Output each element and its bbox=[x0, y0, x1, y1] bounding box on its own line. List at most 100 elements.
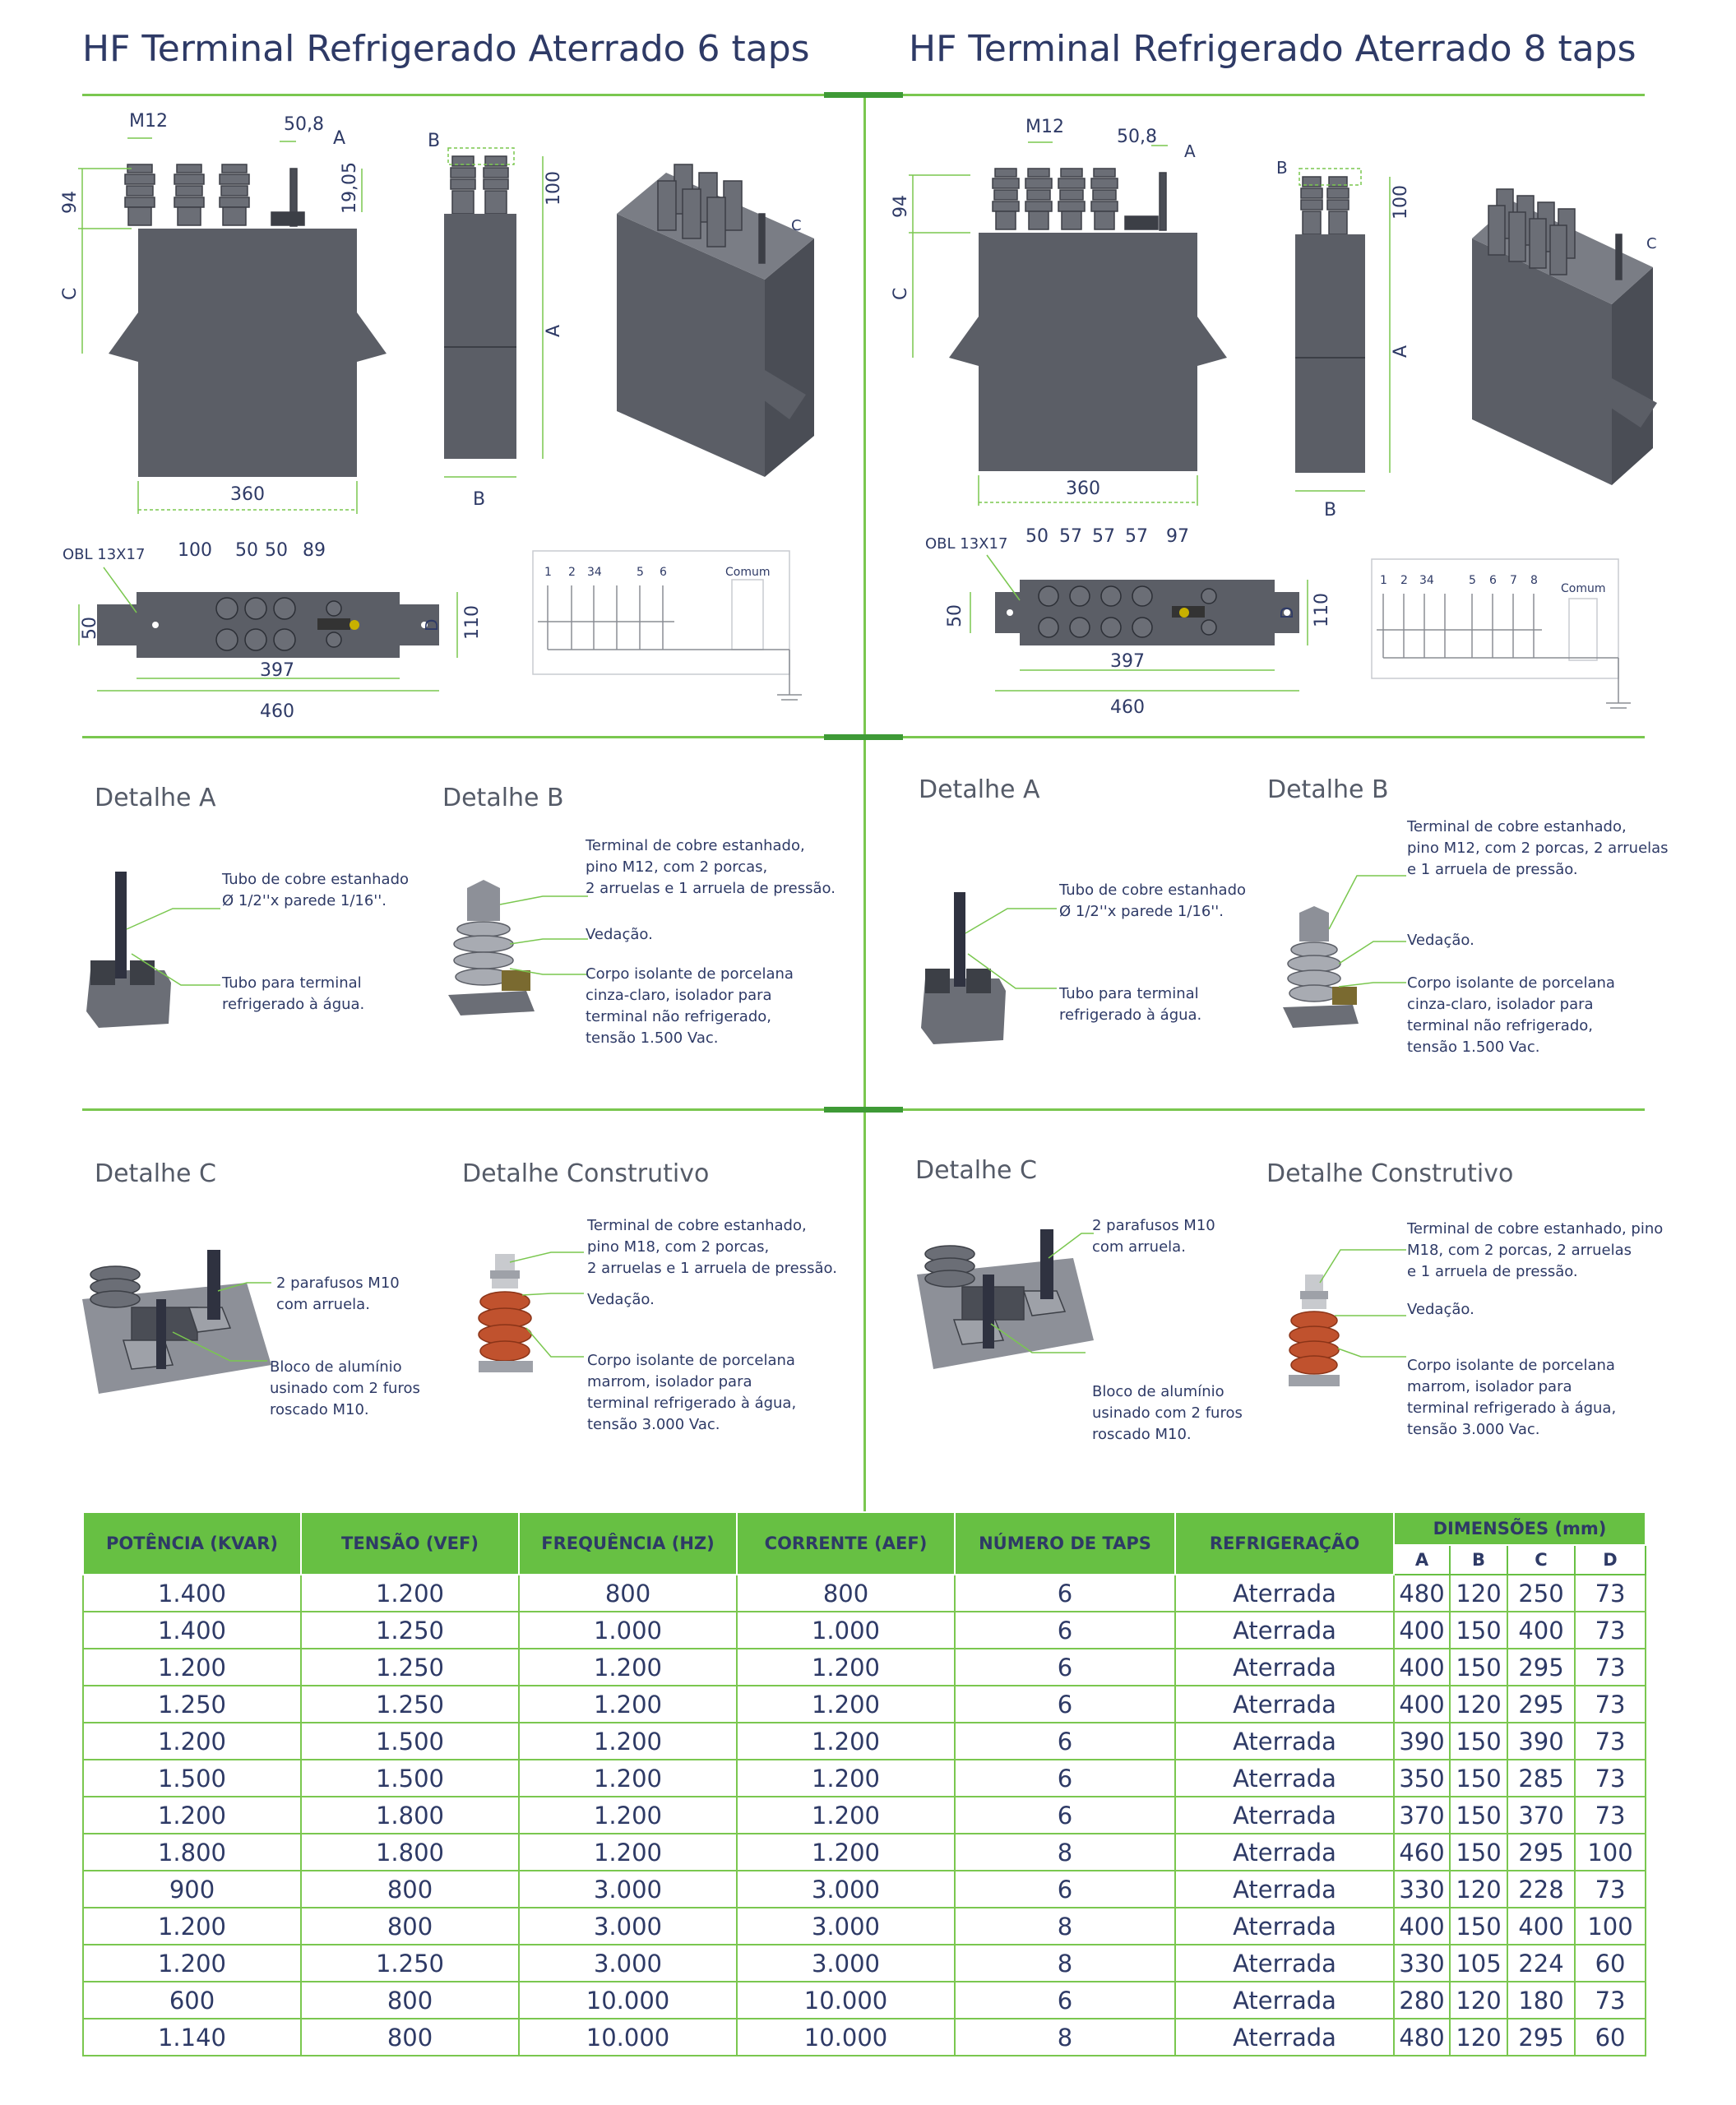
table-cell: 400 bbox=[1507, 1907, 1576, 1945]
header-dim-c: C bbox=[1507, 1544, 1576, 1575]
detail-b-callout-terminal: Terminal de cobre estanhado, pino M12, c… bbox=[586, 837, 836, 897]
detail-b-title: Detalhe B bbox=[442, 784, 564, 812]
tap-label: 2 bbox=[1400, 574, 1408, 587]
table-cell: 280 bbox=[1393, 1981, 1451, 2019]
detail-a-callout-cooling: Tubo para terminal refrigerado à água. bbox=[222, 974, 365, 1013]
table-cell: 1.200 bbox=[736, 1685, 956, 1723]
detail-b-illustration bbox=[1283, 875, 1406, 1028]
table-cell: 120 bbox=[1449, 2018, 1508, 2056]
label-a: A bbox=[1184, 141, 1196, 161]
side-view-8-taps: B 100 A B bbox=[1276, 158, 1411, 520]
label-d: D bbox=[422, 619, 442, 632]
detail-a-callout-tube: Tubo de cobre estanhado Ø 1/2''x parede … bbox=[1059, 881, 1247, 920]
table-cell: 6 bbox=[954, 1981, 1176, 2019]
tap-label: 8 bbox=[1530, 574, 1538, 587]
table-cell: 3.000 bbox=[518, 1870, 738, 1908]
table-cell: 120 bbox=[1449, 1981, 1508, 2019]
detail-construtivo-title: Detalhe Construtivo bbox=[1266, 1159, 1514, 1188]
label-397: 397 bbox=[260, 660, 294, 681]
table-cell: 800 bbox=[300, 1870, 520, 1908]
detail-b-callout-body: Corpo isolante de porcelana cinza-claro,… bbox=[1407, 974, 1615, 1056]
table-cell: 10.000 bbox=[518, 2018, 738, 2056]
label-a-side: A bbox=[544, 325, 564, 337]
table-cell: 400 bbox=[1507, 1611, 1576, 1649]
table-cell: 6 bbox=[954, 1685, 1176, 1723]
table-cell: Aterrada bbox=[1174, 1648, 1395, 1686]
label-50b: 50 bbox=[265, 540, 288, 561]
table-cell: 6 bbox=[954, 1722, 1176, 1760]
tap-label: 34 bbox=[587, 566, 602, 579]
header-corrente: CORRENTE (AEF) bbox=[736, 1511, 956, 1575]
label-a: A bbox=[333, 128, 345, 149]
label-m12: M12 bbox=[1025, 117, 1064, 137]
label-b-bottom: B bbox=[473, 489, 485, 510]
header-taps: NÚMERO DE TAPS bbox=[954, 1511, 1176, 1575]
table-cell: 3.000 bbox=[736, 1870, 956, 1908]
table-cell: 1.200 bbox=[518, 1685, 738, 1723]
table-cell: 73 bbox=[1573, 1981, 1647, 2019]
header-refrigeracao: REFRIGERAÇÃO bbox=[1174, 1511, 1395, 1575]
detail-b-callout-terminal: Terminal de cobre estanhado, pino M12, c… bbox=[1407, 818, 1669, 878]
table-cell: 150 bbox=[1449, 1648, 1508, 1686]
table-cell: 120 bbox=[1449, 1685, 1508, 1723]
table-cell: 900 bbox=[82, 1870, 302, 1908]
table-cell: 1.250 bbox=[300, 1685, 520, 1723]
table-cell: 1.200 bbox=[736, 1759, 956, 1797]
table-cell: 6 bbox=[954, 1759, 1176, 1797]
detail-construtivo-callout-seal: Vedação. bbox=[587, 1291, 655, 1308]
detail-construtivo-callout-seal: Vedação. bbox=[1407, 1301, 1474, 1318]
common-label: Comum bbox=[1561, 582, 1606, 595]
spec-table: POTÊNCIA (KVAR) TENSÃO (VEF) FREQUÊNCIA … bbox=[82, 1511, 1647, 2056]
table-cell: 800 bbox=[300, 2018, 520, 2056]
table-cell: 400 bbox=[1393, 1685, 1451, 1723]
table-cell: 1.200 bbox=[736, 1796, 956, 1834]
table-cell: 390 bbox=[1393, 1722, 1451, 1760]
tap-label: 5 bbox=[1469, 574, 1476, 587]
label-m12: M12 bbox=[129, 111, 168, 132]
table-cell: 1.200 bbox=[82, 1796, 302, 1834]
table-cell: 480 bbox=[1393, 1574, 1451, 1612]
table-cell: 800 bbox=[300, 1981, 520, 2019]
table-cell: Aterrada bbox=[1174, 1870, 1395, 1908]
label-57a: 57 bbox=[1059, 526, 1082, 547]
detail-construtivo-title: Detalhe Construtivo bbox=[462, 1159, 710, 1188]
table-cell: 370 bbox=[1507, 1796, 1576, 1834]
divider-vertical bbox=[863, 94, 866, 1511]
detail-b-title: Detalhe B bbox=[1267, 775, 1389, 804]
schematic-6-taps: 1 2 34 5 6 Comum bbox=[532, 550, 802, 701]
label-50-8: 50,8 bbox=[284, 114, 324, 135]
detail-c-callout-screws: 2 parafusos M10 com arruela. bbox=[1092, 1217, 1215, 1256]
table-cell: 1.200 bbox=[300, 1574, 520, 1612]
table-cell: 400 bbox=[1393, 1907, 1451, 1945]
table-cell: 1.800 bbox=[82, 1833, 302, 1871]
detail-c-callout-block: Bloco de alumínio usinado com 2 furos ro… bbox=[1092, 1383, 1243, 1443]
table-cell: 390 bbox=[1507, 1722, 1576, 1760]
table-cell: Aterrada bbox=[1174, 1833, 1395, 1871]
side-view-6-taps: B 100 A B bbox=[428, 131, 564, 510]
table-cell: 295 bbox=[1507, 2018, 1576, 2056]
table-cell: 6 bbox=[954, 1574, 1176, 1612]
table-cell: 100 bbox=[1573, 1833, 1647, 1871]
table-cell: 1.250 bbox=[300, 1944, 520, 1982]
tap-label: 1 bbox=[1380, 574, 1387, 587]
label-obl: OBL 13X17 bbox=[62, 546, 145, 563]
detail-c-illustration bbox=[82, 1250, 271, 1394]
detail-a-title: Detalhe A bbox=[919, 775, 1040, 804]
header-dim-a: A bbox=[1393, 1544, 1451, 1575]
label-b-bottom: B bbox=[1324, 500, 1336, 520]
label-397: 397 bbox=[1110, 651, 1145, 672]
table-cell: 120 bbox=[1449, 1574, 1508, 1612]
table-cell: 480 bbox=[1393, 2018, 1451, 2056]
label-c-iso: C bbox=[1646, 235, 1657, 252]
table-cell: 370 bbox=[1393, 1796, 1451, 1834]
table-cell: 1.200 bbox=[736, 1648, 956, 1686]
table-cell: 1.500 bbox=[82, 1759, 302, 1797]
table-cell: 295 bbox=[1507, 1685, 1576, 1723]
table-cell: 1.140 bbox=[82, 2018, 302, 2056]
